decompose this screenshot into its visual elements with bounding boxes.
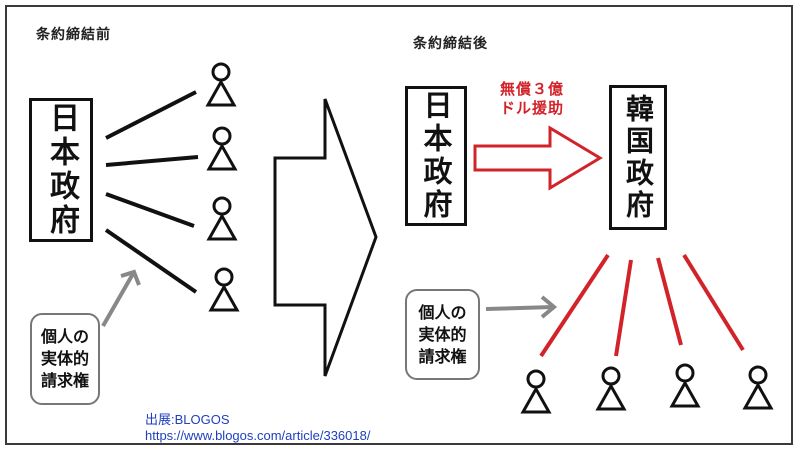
pointer-arrow-icon — [485, 295, 558, 319]
source-credit: 出展:BLOGOS https://www.blogos.com/article… — [145, 412, 370, 444]
person-icon — [206, 196, 238, 241]
korea-government-label: 韓国政府 — [622, 93, 655, 222]
source-url[interactable]: https://www.blogos.com/article/336018/ — [145, 428, 371, 443]
red-arrow-icon — [473, 125, 603, 191]
connector-line — [105, 90, 197, 140]
pointer-arrow-icon — [101, 269, 141, 327]
person-icon — [520, 369, 552, 414]
japan-government-label: 日本政府 — [44, 102, 79, 238]
korea-government-box: 韓国政府 — [609, 85, 667, 230]
connector-line — [656, 257, 683, 346]
claim-line: 請求権 — [40, 371, 89, 390]
individual-claim-box-before: 個人の 実体的 請求権 — [30, 313, 100, 405]
connector-line — [105, 192, 195, 228]
japan-government-box-before: 日本政府 — [29, 98, 93, 242]
person-icon — [742, 365, 774, 410]
connector-line — [104, 228, 198, 294]
aid-line: ドル援助 — [499, 99, 564, 117]
japan-government-box-after: 日本政府 — [405, 86, 467, 226]
person-icon — [669, 363, 701, 408]
japan-government-label: 日本政府 — [419, 90, 453, 222]
person-icon — [206, 126, 238, 171]
claim-line: 個人の — [418, 302, 467, 322]
claim-line: 実体的 — [40, 349, 89, 368]
connector-line — [614, 259, 633, 357]
aid-line: 無償３億 — [499, 80, 564, 98]
claim-line: 請求権 — [418, 346, 467, 366]
person-icon — [595, 366, 627, 411]
claim-line: 個人の — [40, 327, 89, 346]
big-arrow-icon — [273, 98, 378, 377]
connector-line — [682, 253, 745, 352]
claim-line: 実体的 — [418, 324, 467, 344]
person-icon — [208, 267, 240, 312]
connector-line — [105, 155, 199, 167]
connector-line — [539, 253, 610, 358]
before-header: 条約締結前 — [36, 27, 111, 43]
after-header: 条約締結後 — [413, 36, 488, 52]
source-title: 出展:BLOGOS — [145, 412, 230, 427]
individual-claim-box-after: 個人の 実体的 請求権 — [405, 289, 480, 380]
person-icon — [205, 62, 237, 107]
aid-text: 無償３億 ドル援助 — [480, 80, 584, 118]
